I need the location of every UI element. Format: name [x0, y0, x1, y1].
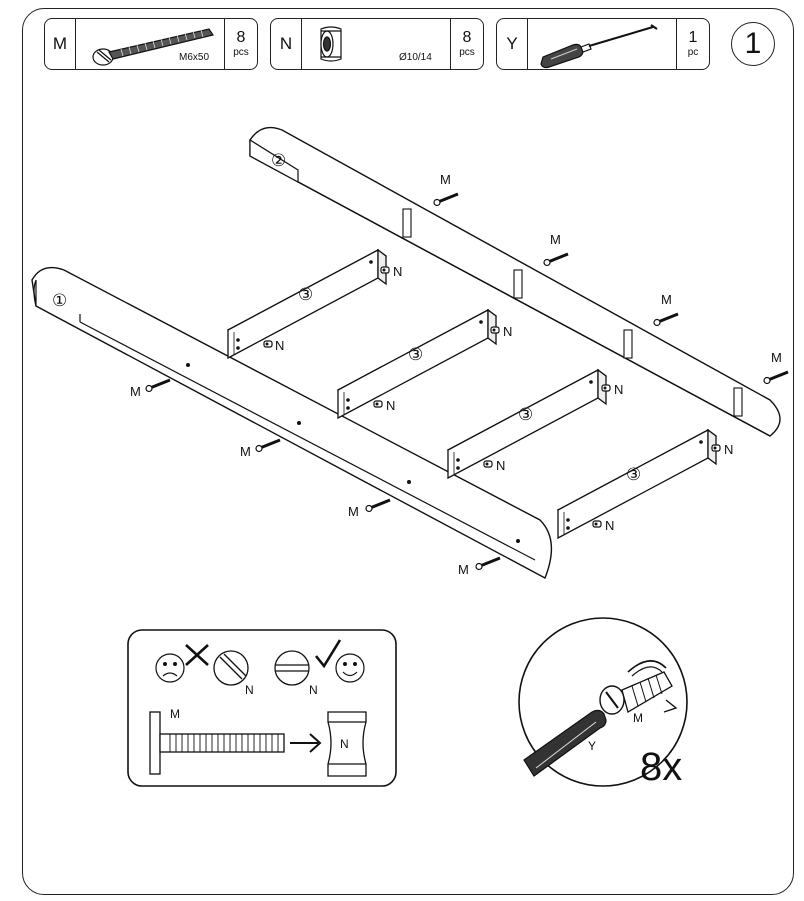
step-number: 1 [731, 22, 775, 66]
nut-7 [711, 444, 721, 452]
nut-2 [263, 340, 273, 348]
part-n-count: 8 [462, 29, 472, 46]
barrel-nut-side-icon [327, 711, 367, 777]
check-mark-icon [314, 639, 342, 669]
bolt-side-icon [149, 711, 285, 775]
bolt-back-2 [542, 252, 570, 267]
part-y-count: 1 [688, 29, 698, 46]
rail-back-label: ② [271, 151, 286, 170]
nut-label-5: N [614, 382, 623, 397]
nut-1 [380, 266, 390, 274]
bolt-front-4 [474, 556, 502, 571]
part-m-unit: pcs [233, 47, 249, 58]
bolt-label-back-1: M [440, 172, 451, 187]
part-n-unit: pcs [459, 47, 475, 58]
nut-label-8: N [605, 518, 614, 533]
nut-wrong-icon [213, 650, 249, 686]
nut-right-label: N [309, 683, 318, 697]
bolt-front-3 [364, 498, 392, 513]
part-y-letter: Y [497, 19, 528, 69]
part-n-box: N Ø10/14 8 pcs [270, 18, 484, 70]
multiplier-text: 8x [640, 745, 682, 789]
nut-label-1: N [393, 264, 402, 279]
part-m-box: M M6x50 8 pcs [44, 18, 258, 70]
back-rail [249, 126, 781, 437]
bolt-side-label: M [170, 707, 180, 721]
part-m-count: 8 [236, 29, 246, 46]
tightening-detail: M Y 8x [518, 617, 688, 789]
bolt-front-2 [254, 438, 282, 453]
bolt-front-1 [144, 378, 172, 393]
part-n-spec: Ø10/14 [399, 52, 432, 63]
bolt-label-front-2: M [240, 444, 251, 459]
nut-label-2: N [275, 338, 284, 353]
tool-detail-label: Y [588, 739, 596, 753]
slat-2 [337, 309, 497, 419]
nut-8 [592, 520, 602, 528]
slat-3 [447, 369, 607, 479]
part-y-qty: 1 pc [676, 19, 709, 69]
part-m-spec: M6x50 [179, 52, 210, 63]
bolt-icon [92, 28, 214, 66]
nut-wrong-label: N [245, 683, 254, 697]
instruction-sheet [22, 8, 794, 895]
bolt-label-front-4: M [458, 562, 469, 577]
screwdriver-icon [540, 24, 658, 69]
arrow-right-icon [290, 733, 322, 753]
bolt-label-front-1: M [130, 384, 141, 399]
nut-4 [373, 400, 383, 408]
bolt-back-3 [652, 312, 680, 327]
bolt-label-back-3: M [661, 292, 672, 307]
nut-label-7: N [724, 442, 733, 457]
slat-label-3: ③ [518, 405, 533, 424]
bolt-label-back-2: M [550, 232, 561, 247]
nut-right-icon [274, 650, 310, 686]
slat-1 [227, 249, 387, 359]
bolt-label-back-4: M [771, 350, 782, 365]
nut-orientation-detail: N N [127, 629, 397, 787]
part-m-letter: M [45, 19, 76, 69]
nut-label-6: N [496, 458, 505, 473]
bolt-back-1 [432, 192, 460, 207]
nut-label-3: N [503, 324, 512, 339]
bolt-detail-label: M [633, 711, 643, 725]
nut-label-4: N [386, 398, 395, 413]
part-y-box: Y 1 pc [496, 18, 710, 70]
bolt-label-front-3: M [348, 504, 359, 519]
rail-front-label: ① [52, 291, 67, 310]
slat-label-4: ③ [626, 465, 641, 484]
part-m-qty: 8 pcs [224, 19, 257, 69]
slat-label-1: ③ [298, 285, 313, 304]
front-rail [31, 266, 553, 579]
sad-face-icon [155, 653, 185, 683]
nut-6 [483, 460, 493, 468]
part-y-unit: pc [687, 47, 699, 58]
part-n-letter: N [271, 19, 302, 69]
part-n-qty: 8 pcs [450, 19, 483, 69]
bolt-back-4 [762, 370, 790, 385]
happy-face-icon [335, 653, 365, 683]
nut-3 [490, 326, 500, 334]
barrel-nut-side-label: N [340, 737, 349, 751]
nut-5 [601, 384, 611, 392]
barrel-nut-icon [320, 26, 342, 62]
slat-4 [557, 429, 717, 539]
slat-label-2: ③ [408, 345, 423, 364]
wrong-cross-icon [185, 644, 209, 666]
bolt-detail-icon [599, 660, 678, 715]
